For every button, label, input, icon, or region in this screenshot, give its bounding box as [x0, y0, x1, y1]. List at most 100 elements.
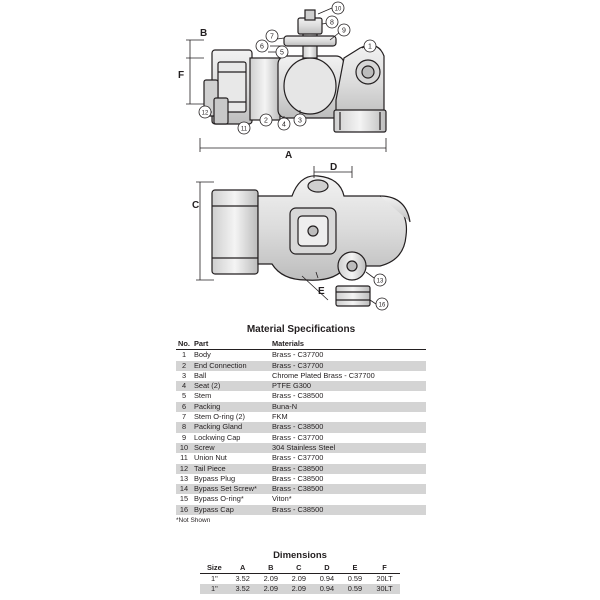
callout-13: 13 [373, 273, 387, 287]
spec-cell-part: Packing Gland [192, 422, 270, 433]
dims-cell: 1" [210, 574, 218, 583]
svg-text:8: 8 [330, 20, 334, 27]
spec-cell-no: 11 [180, 453, 188, 463]
spec-cell-no: 12 [176, 463, 192, 474]
spec-cell-no: 8 [176, 422, 192, 433]
svg-text:3: 3 [298, 118, 302, 125]
valve-side-view [211, 175, 411, 307]
dims-cell: 0.94 [312, 584, 341, 594]
dim-label-d: D [330, 162, 337, 173]
dims-cell: 2.09 [291, 574, 307, 583]
spec-cell-material: Buna-N [270, 401, 426, 413]
svg-text:10: 10 [335, 7, 342, 13]
callout-16: 16 [375, 297, 389, 311]
dim-label-b: B [200, 28, 207, 39]
dims-cell: 2.09 [263, 574, 278, 583]
spec-cell-part: Packing [192, 401, 270, 413]
spec-cell-no: 14 [176, 484, 192, 495]
spec-cell-material: Brass - C38500 [270, 484, 426, 495]
callout-4: 4 [277, 117, 291, 131]
material-specifications: Material Specifications No. Part Materia… [176, 324, 426, 524]
spec-cell-material: Brass - C37700 [272, 350, 324, 360]
spec-cell-material: Brass - C38500 [270, 422, 426, 433]
spec-cell-part: Lockwing Cap [194, 432, 241, 442]
svg-text:11: 11 [241, 127, 248, 133]
spec-cell-material: Brass - C37700 [272, 432, 324, 442]
spec-cell-no: 3 [181, 370, 187, 380]
spec-cell-part: Screw [192, 442, 270, 454]
dims-title: Dimensions [273, 550, 327, 561]
svg-text:12: 12 [202, 111, 209, 117]
dims-cell: 3.52 [235, 574, 250, 583]
dims-cell: 3.52 [228, 584, 257, 594]
callout-2: 2 [259, 113, 273, 127]
spec-cell-no: 4 [176, 381, 192, 392]
dim-label-f: F [178, 70, 184, 81]
spec-header-part: Part [192, 339, 270, 351]
spec-cell-part: Tail Piece [192, 463, 270, 474]
spec-cell-part: Bypass Plug [194, 473, 236, 483]
spec-cell-material: Brass - C38500 [272, 391, 324, 401]
spec-cell-material: Brass - C38500 [272, 473, 324, 483]
dims-header: C [296, 563, 302, 572]
svg-text:9: 9 [342, 28, 346, 35]
spec-cell-material: Brass - C38500 [270, 463, 426, 474]
callout-3: 3 [293, 113, 307, 127]
spec-cell-no: 13 [179, 473, 189, 483]
spec-cell-part: Union Nut [194, 453, 227, 463]
spec-header-materials: Materials [270, 339, 426, 351]
callout-10: 10 [331, 1, 345, 15]
callout-7: 7 [265, 29, 279, 43]
dims-cell: 2.09 [256, 584, 285, 594]
svg-text:2: 2 [264, 118, 268, 125]
spec-cell-part: Bypass O-ring* [194, 494, 244, 504]
spec-row: 7 Stem O-ring (2) FKM [176, 412, 426, 422]
spec-cell-material: Brass - C37700 [270, 360, 426, 371]
dim-label-c: C [192, 200, 199, 211]
spec-cell-part: Stem O-ring (2) [194, 412, 245, 422]
callout-12: 12 [198, 105, 212, 119]
spec-note: *Not Shown [176, 517, 211, 525]
dims-cell: 0.59 [347, 574, 363, 583]
callout-1: 1 [363, 39, 377, 53]
svg-text:1: 1 [368, 44, 372, 51]
spec-row: 9 Lockwing Cap Brass - C37700 [176, 433, 426, 443]
callout-11: 11 [237, 121, 251, 135]
dims-cell: 20LT [376, 574, 393, 583]
side-dimension-lines [196, 166, 353, 301]
spec-cell-material: Brass - C38500 [270, 504, 426, 516]
spec-cell-no: 7 [181, 412, 187, 422]
callout-6: 6 [255, 39, 269, 53]
spec-cell-material: FKM [272, 412, 288, 422]
spec-cell-material: 304 Stainless Steel [270, 442, 426, 454]
spec-cell-no: 9 [181, 432, 187, 442]
callout-5: 5 [275, 45, 289, 59]
spec-cell-material: Chrome Plated Brass - C37700 [272, 370, 375, 380]
dims-cell: 30LT [368, 584, 400, 594]
dims-header: F [382, 563, 387, 572]
valve-technical-drawing: B F A 1 2 3 4 5 6 7 8 9 10 11 12 [178, 1, 411, 311]
callout-8: 8 [325, 15, 339, 29]
spec-title: Material Specifications [246, 324, 356, 335]
dim-label-e: E [318, 286, 325, 297]
spec-cell-no: 15 [179, 494, 189, 504]
spec-cell-material: Viton* [272, 494, 292, 504]
spec-cell-part: End Connection [192, 360, 270, 371]
top-dimension-lines [186, 39, 387, 152]
svg-text:16: 16 [379, 303, 386, 309]
spec-header-no: No. [176, 339, 192, 351]
spec-cell-no: 16 [176, 504, 192, 516]
